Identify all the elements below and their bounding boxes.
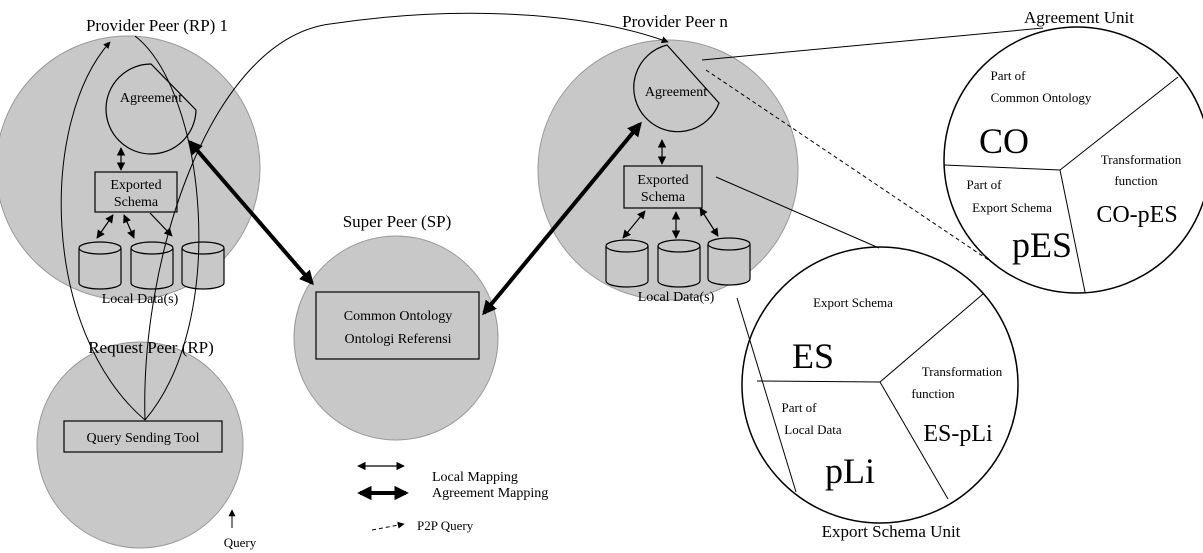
provider-1-title: Provider Peer (RP) 1 <box>86 16 228 35</box>
provider-1-database-icon-2 <box>130 241 174 290</box>
agreement-unit-callout-bottom <box>705 69 994 264</box>
provider-1-agreement-label: Agreement <box>120 91 182 106</box>
provider-1-exported-schema-box <box>94 171 178 213</box>
pli-caption-line2: Local Data <box>784 422 842 437</box>
super-peer-box-label-2: Ontologi Referensi <box>345 332 452 347</box>
provider-1-database-icon-3 <box>181 241 225 290</box>
pli-label: pLi <box>825 451 875 491</box>
provider-n-title: Provider Peer n <box>622 12 728 31</box>
provider-n-agreement-label: Agreement <box>645 85 707 100</box>
co-label: CO <box>979 121 1029 161</box>
legend-local-mapping-label: Local Mapping <box>432 470 518 485</box>
request-peer-title: Request Peer (RP) <box>88 338 214 357</box>
legend-p2p-query-label: P2P Query <box>417 518 474 533</box>
co-pes-label: CO-pES <box>1096 202 1177 228</box>
provider-1-db-arrow-2 <box>123 214 135 239</box>
provider-n-db-arrow-3 <box>699 207 719 237</box>
pli-caption-line1: Part of <box>781 400 817 415</box>
agreement-unit-divider-3 <box>1059 169 1086 293</box>
es-label: ES <box>792 336 834 376</box>
query-sending-tool-box <box>63 420 223 453</box>
export-tf-line2: function <box>911 386 955 401</box>
provider-1-agreement-shape <box>105 63 197 155</box>
super-peer-common-ontology-box <box>315 291 480 360</box>
super-peer-box-label-1: Common Ontology <box>344 309 453 324</box>
agreement-tf-line2: function <box>1114 173 1158 188</box>
export-unit-callout-bottom <box>736 297 797 493</box>
agreement-unit-callout-top <box>701 27 1044 61</box>
legend-p2p-query-arrow <box>371 521 405 531</box>
pes-caption-line2: Export Schema <box>972 200 1052 215</box>
export-unit-divider-1 <box>756 380 881 383</box>
agreement-tf-line1: Transformation <box>1101 152 1182 167</box>
provider-1-exported-schema-label-1: Exported <box>110 178 161 193</box>
agreement-mapping-arrow-right <box>482 121 642 316</box>
provider-n-local-data-label: Local Data(s) <box>638 290 715 305</box>
export-unit-divider-3 <box>879 381 949 500</box>
query-label: Query <box>224 535 257 550</box>
es-pli-label: ES-pLi <box>923 421 993 447</box>
provider-1-local-data-label: Local Data(s) <box>102 292 179 307</box>
agreement-unit-circle <box>943 26 1203 294</box>
agreement-unit-title: Agreement Unit <box>1024 8 1134 27</box>
provider-1-database-icon-1 <box>78 241 122 290</box>
pes-caption-line1: Part of <box>966 177 1002 192</box>
p2p-query-path-to-provider-1-inner <box>134 35 200 421</box>
agreement-mapping-arrow-left <box>188 139 314 286</box>
export-unit-callout-top <box>715 176 880 249</box>
provider-n-agreement-shape <box>633 44 720 133</box>
export-unit-divider-2 <box>879 293 984 383</box>
provider-n-database-icon-2 <box>657 239 701 288</box>
provider-n-database-icon-3 <box>707 237 751 286</box>
pes-label: pES <box>1012 225 1072 265</box>
co-caption-line2: Common Ontology <box>991 90 1092 105</box>
agreement-unit-divider-1 <box>943 164 1061 171</box>
es-caption: Export Schema <box>813 295 893 310</box>
co-caption-line1: Part of <box>990 68 1026 83</box>
super-peer-title: Super Peer (SP) <box>343 212 452 231</box>
p2p-query-path-to-provider-1-outer <box>60 41 146 421</box>
provider-n-database-icon-1 <box>605 239 649 288</box>
legend-agreement-mapping-label: Agreement Mapping <box>432 486 548 501</box>
provider-1-db-arrow-1 <box>96 214 114 239</box>
provider-n-exported-schema-label-1: Exported <box>637 173 688 188</box>
agreement-unit-divider-2 <box>1059 76 1179 171</box>
export-schema-unit-title: Export Schema Unit <box>822 522 961 541</box>
provider-n-exported-schema-label-2: Schema <box>641 190 686 205</box>
export-tf-line1: Transformation <box>922 364 1003 379</box>
export-schema-unit-circle <box>741 246 1019 524</box>
query-sending-tool-label: Query Sending Tool <box>86 431 199 446</box>
p2p-query-path-to-provider-n <box>144 12 669 421</box>
provider-1-exported-schema-label-2: Schema <box>114 195 159 210</box>
